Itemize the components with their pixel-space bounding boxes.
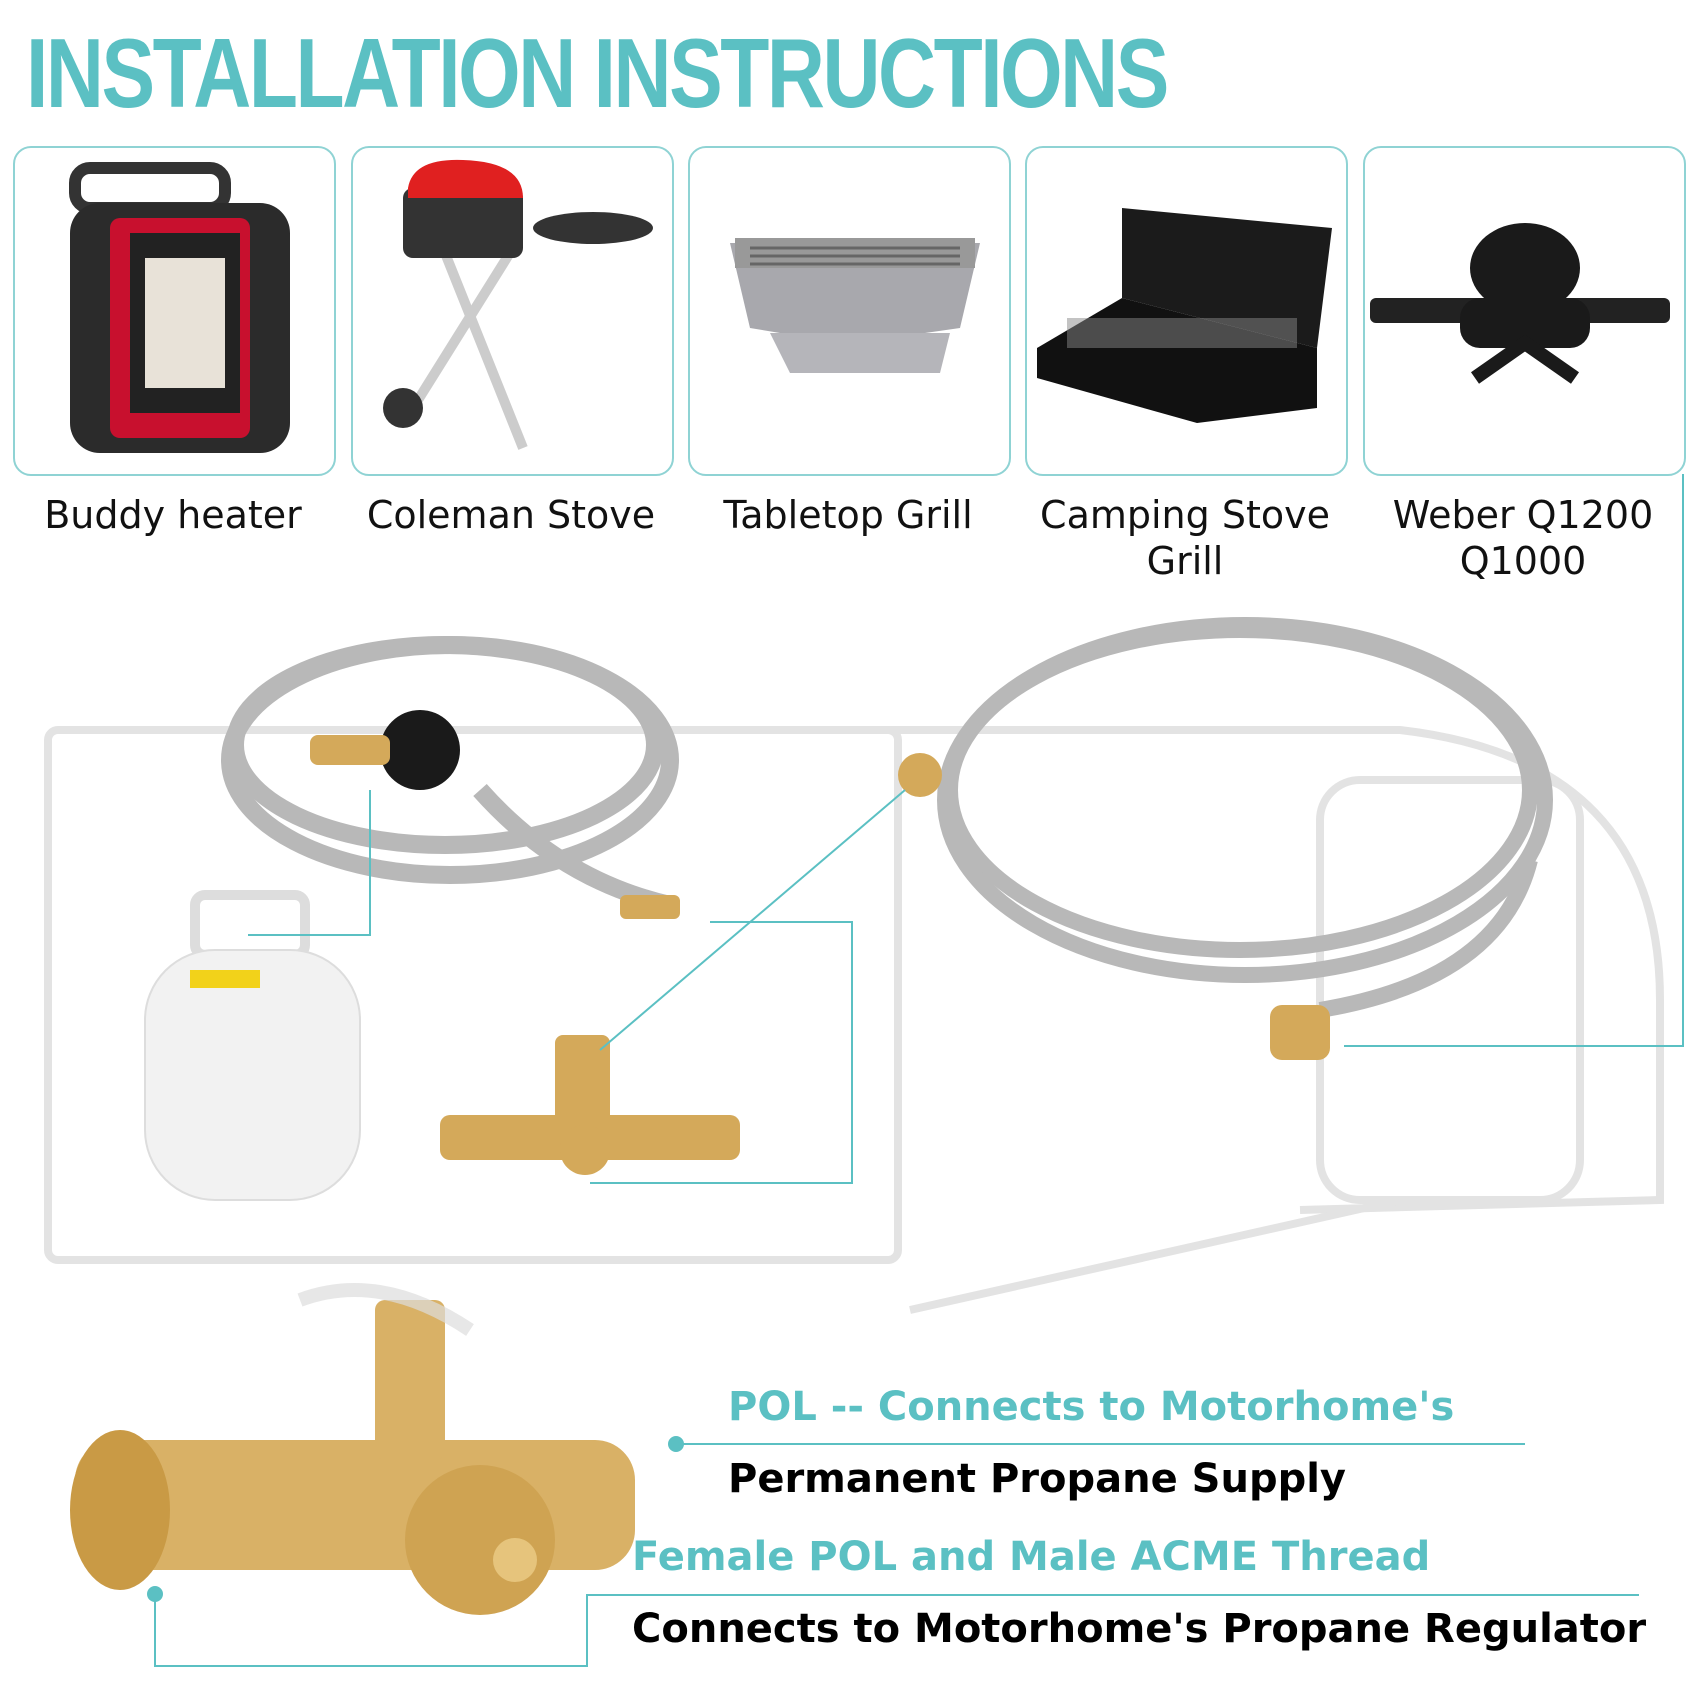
product-label: Buddy heater [44,493,302,537]
product-label: Weber Q1200 Q1000 [1392,493,1654,583]
product-label: Tabletop Grill [723,493,973,537]
hose-fitting-icon [898,753,942,797]
product-card-tabletop-grill [688,146,1011,476]
product-card-coleman-stove [351,146,674,476]
tee-adapter-small-icon [440,1035,740,1175]
callout-dot-icon [147,1586,163,1602]
product-label: Coleman Stove [366,493,656,537]
camping-stove-image [1037,208,1332,423]
tabletop-grill-image [730,238,980,373]
female-pol-callout-description: Connects to Motorhome's Propane Regulato… [632,1606,1647,1652]
tee-adapter-large-icon [70,1283,635,1615]
product-card-weber [1363,146,1686,476]
pol-callout-title: POL -- Connects to Motorhome's [728,1384,1455,1430]
hose-fitting-icon [1270,1005,1330,1060]
connector-lines [154,474,1684,1667]
page-title: INSTALLATION INSTRUCTIONS [26,18,1169,128]
long-hose [937,617,1553,1018]
female-pol-callout-title: Female POL and Male ACME Thread [632,1534,1431,1580]
pol-knob-icon [310,710,460,790]
propane-tank-icon [144,890,361,1201]
callout-dot-icon [668,1436,684,1452]
hose-fitting-icon [620,895,680,919]
product-card-buddy-heater [13,146,336,476]
product-label: Camping Stove Grill [1040,493,1330,583]
pol-callout-description: Permanent Propane Supply [728,1456,1346,1502]
heater-image [69,162,290,453]
motorhome-outline [44,726,1664,1314]
weber-grill-image [1370,223,1670,384]
coleman-stove-image [383,159,653,450]
product-card-camping-stove [1025,146,1348,476]
